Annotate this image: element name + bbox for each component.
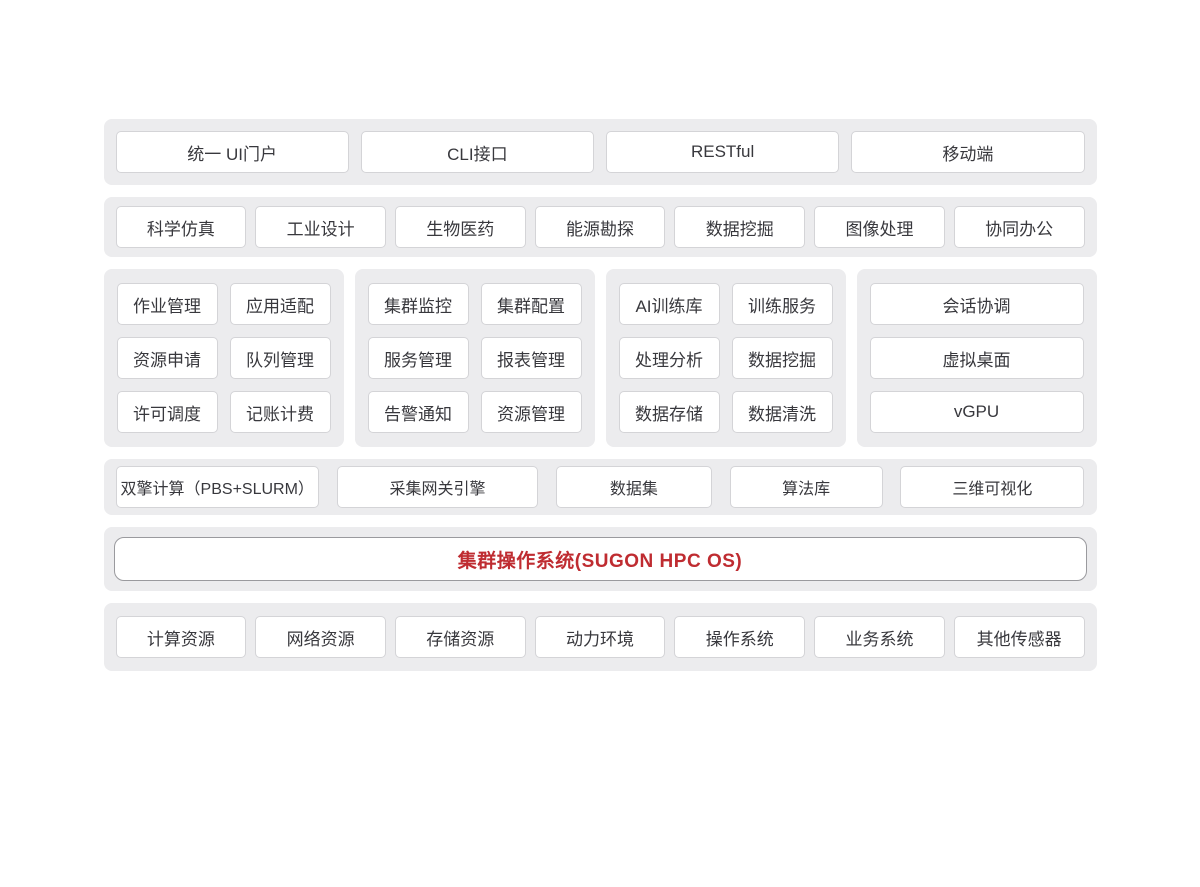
card-accounting-billing: 记账计费 xyxy=(229,391,331,433)
card-biomedicine: 生物医药 xyxy=(394,206,526,248)
card-service-management: 服务管理 xyxy=(367,337,469,379)
cluster-os-title: 集群操作系统(SUGON HPC OS) xyxy=(113,537,1087,581)
card-app-adaptation: 应用适配 xyxy=(229,283,331,325)
card-cluster-configuration: 集群配置 xyxy=(480,283,582,325)
session-group: 会话协调 虚拟桌面 vGPU xyxy=(856,269,1097,447)
card-queue-management: 队列管理 xyxy=(229,337,331,379)
card-resource-request: 资源申请 xyxy=(116,337,218,379)
card-computing-resources: 计算资源 xyxy=(115,616,247,658)
card-cluster-monitoring: 集群监控 xyxy=(367,283,469,325)
card-restful: RESTful xyxy=(606,131,840,173)
card-session-coordination: 会话协调 xyxy=(869,283,1084,325)
card-job-management: 作业管理 xyxy=(116,283,218,325)
card-dataset: 数据集 xyxy=(555,466,712,508)
card-3d-visualization: 三维可视化 xyxy=(900,466,1085,508)
card-operating-system: 操作系统 xyxy=(674,616,806,658)
ai-data-group: AI训练库 训练服务 处理分析 数据挖掘 数据存储 数据清洗 xyxy=(605,269,846,447)
os-layer: 集群操作系统(SUGON HPC OS) xyxy=(103,527,1097,591)
card-unified-ui-portal: 统一 UI门户 xyxy=(115,131,349,173)
card-data-mining: 数据挖掘 xyxy=(674,206,806,248)
card-ai-training-library: AI训练库 xyxy=(618,283,720,325)
platform-layer: 双擎计算（PBS+SLURM） 采集网关引擎 数据集 算法库 三维可视化 xyxy=(103,459,1097,515)
card-processing-analysis: 处理分析 xyxy=(618,337,720,379)
card-alert-notification: 告警通知 xyxy=(367,391,469,433)
resource-layer: 计算资源 网络资源 存储资源 动力环境 操作系统 业务系统 其他传感器 xyxy=(103,603,1097,671)
card-mobile: 移动端 xyxy=(851,131,1085,173)
card-resource-management: 资源管理 xyxy=(480,391,582,433)
card-business-system: 业务系统 xyxy=(814,616,945,658)
card-report-management: 报表管理 xyxy=(480,337,582,379)
job-management-group: 作业管理 应用适配 资源申请 队列管理 许可调度 记账计费 xyxy=(103,269,344,447)
cluster-management-group: 集群监控 集群配置 服务管理 报表管理 告警通知 资源管理 xyxy=(354,269,595,447)
architecture-diagram: 统一 UI门户 CLI接口 RESTful 移动端 科学仿真 工业设计 生物医药… xyxy=(103,119,1097,671)
card-training-service: 训练服务 xyxy=(731,283,833,325)
card-cli-interface: CLI接口 xyxy=(360,131,594,173)
card-data-mining-module: 数据挖掘 xyxy=(731,337,833,379)
card-data-cleaning: 数据清洗 xyxy=(731,391,833,433)
application-layer: 科学仿真 工业设计 生物医药 能源勘探 数据挖掘 图像处理 协同办公 xyxy=(103,197,1097,257)
card-storage-resources: 存储资源 xyxy=(394,616,526,658)
card-image-processing: 图像处理 xyxy=(814,206,945,248)
card-vgpu: vGPU xyxy=(869,391,1084,433)
card-virtual-desktop: 虚拟桌面 xyxy=(869,337,1084,379)
card-energy-exploration: 能源勘探 xyxy=(534,206,666,248)
card-power-environment: 动力环境 xyxy=(534,616,666,658)
card-algorithm-library: 算法库 xyxy=(729,466,883,508)
card-industrial-design: 工业设计 xyxy=(255,206,386,248)
card-dual-engine-computing: 双擎计算（PBS+SLURM） xyxy=(115,466,319,508)
card-license-scheduling: 许可调度 xyxy=(116,391,218,433)
access-layer: 统一 UI门户 CLI接口 RESTful 移动端 xyxy=(103,119,1097,185)
card-data-storage: 数据存储 xyxy=(618,391,720,433)
card-other-sensors: 其他传感器 xyxy=(953,616,1085,658)
module-layer: 作业管理 应用适配 资源申请 队列管理 许可调度 记账计费 集群监控 集群配置 … xyxy=(103,269,1097,447)
card-network-resources: 网络资源 xyxy=(255,616,386,658)
card-collection-gateway-engine: 采集网关引擎 xyxy=(336,466,539,508)
card-scientific-simulation: 科学仿真 xyxy=(115,206,247,248)
card-collaborative-office: 协同办公 xyxy=(953,206,1085,248)
